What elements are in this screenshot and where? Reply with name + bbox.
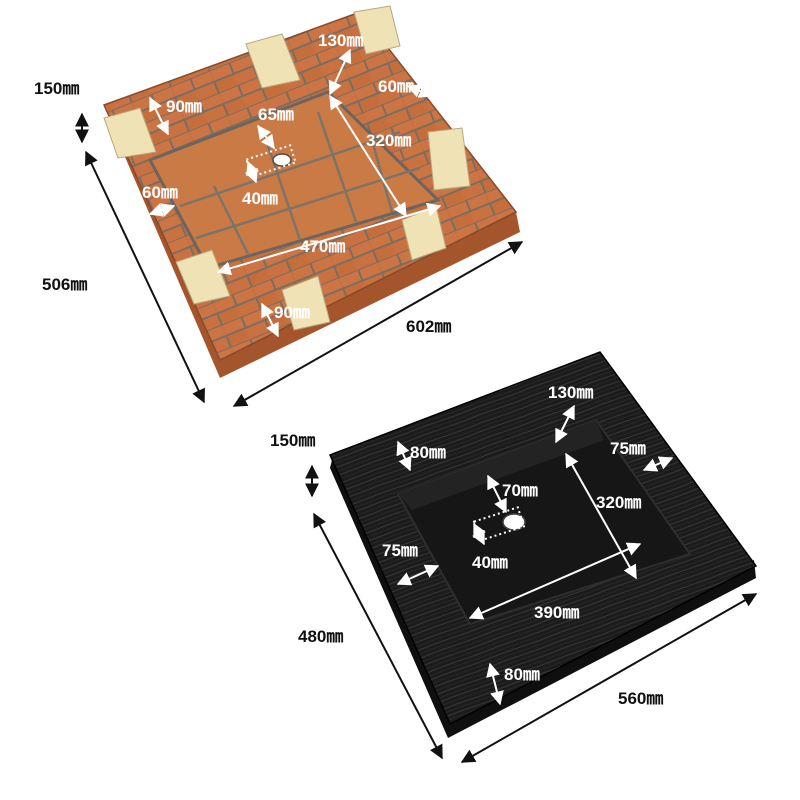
wood-basin-depth-label: 320㎜: [596, 493, 641, 512]
wood-width-label: 560㎜: [618, 689, 663, 708]
brick-sink-labels: 150㎜ 506㎜ 602㎜ 130㎜ 60㎜ 90㎜ 65㎜ 320㎜ 40㎜…: [34, 31, 451, 336]
wood-drain-offset-label: 70㎜: [502, 481, 538, 500]
brick-inner-top-label: 65㎜: [258, 105, 294, 124]
wood-back-rim-label: 130㎜: [548, 383, 593, 402]
brick-drain-hole: [272, 153, 292, 167]
brick-height-label: 150㎜: [34, 79, 79, 98]
brick-width-arrow: [232, 241, 524, 407]
brick-arrow-40: [244, 160, 260, 184]
wood-depth-arrow: [313, 512, 443, 760]
wood-sink-basin-inner-wall: [398, 420, 604, 510]
brick-back-rim-label: 130㎜: [318, 31, 363, 50]
wood-drain-width-label: 40㎜: [472, 553, 508, 572]
brick-side-rim-left-label: 60㎜: [142, 183, 178, 202]
wood-side-rim-right-label: 75㎜: [610, 439, 646, 458]
wood-width-arrow: [460, 593, 758, 763]
wood-arrow-80-top: [396, 440, 412, 472]
brick-basin-depth-label: 320㎜: [366, 131, 411, 150]
wood-depth-label: 480㎜: [298, 627, 343, 646]
brick-arrow-320: [329, 94, 407, 218]
wood-height-label: 150㎜: [270, 431, 315, 450]
wood-sink-labels: 150㎜ 130㎜ 80㎜ 75㎜ 70㎜ 320㎜ 75㎜ 40㎜ 390㎜ …: [270, 383, 663, 708]
wood-rim-bottom-label: 80㎜: [504, 665, 540, 684]
brick-arrow-130: [328, 48, 352, 96]
brick-arrow-60-right: [406, 84, 434, 98]
wood-arrow-40: [472, 522, 486, 546]
brick-depth-label: 506㎜: [42, 275, 87, 294]
wood-arrow-70: [487, 474, 507, 514]
wood-grain-sink: [305, 351, 758, 763]
wood-basin-width-label: 390㎜: [534, 603, 579, 622]
brick-drain-outline: [245, 144, 297, 178]
brick-arrow-90-top: [149, 96, 169, 136]
brick-outer-dimension-lines: [75, 112, 524, 407]
wood-outer-dimension-lines: [305, 464, 758, 763]
brick-width-label: 602㎜: [406, 317, 451, 336]
brick-rim-bottom-label: 90㎜: [274, 303, 310, 322]
brick-rim-top-left-label: 90㎜: [166, 97, 202, 116]
brick-drain-width-label: 40㎜: [242, 189, 278, 208]
brick-basin-width-label: 470㎜: [300, 237, 345, 256]
brick-sink: [75, 5, 524, 407]
wood-arrow-130: [555, 404, 575, 444]
brick-side-rim-right-label: 60㎜: [378, 77, 414, 96]
wood-side-rim-left-label: 75㎜: [382, 541, 418, 560]
wood-arrow-75-right: [642, 456, 674, 472]
wood-rim-top-label: 80㎜: [410, 443, 446, 462]
brick-depth-arrow: [85, 150, 205, 404]
brick-arrow-65: [257, 124, 275, 150]
